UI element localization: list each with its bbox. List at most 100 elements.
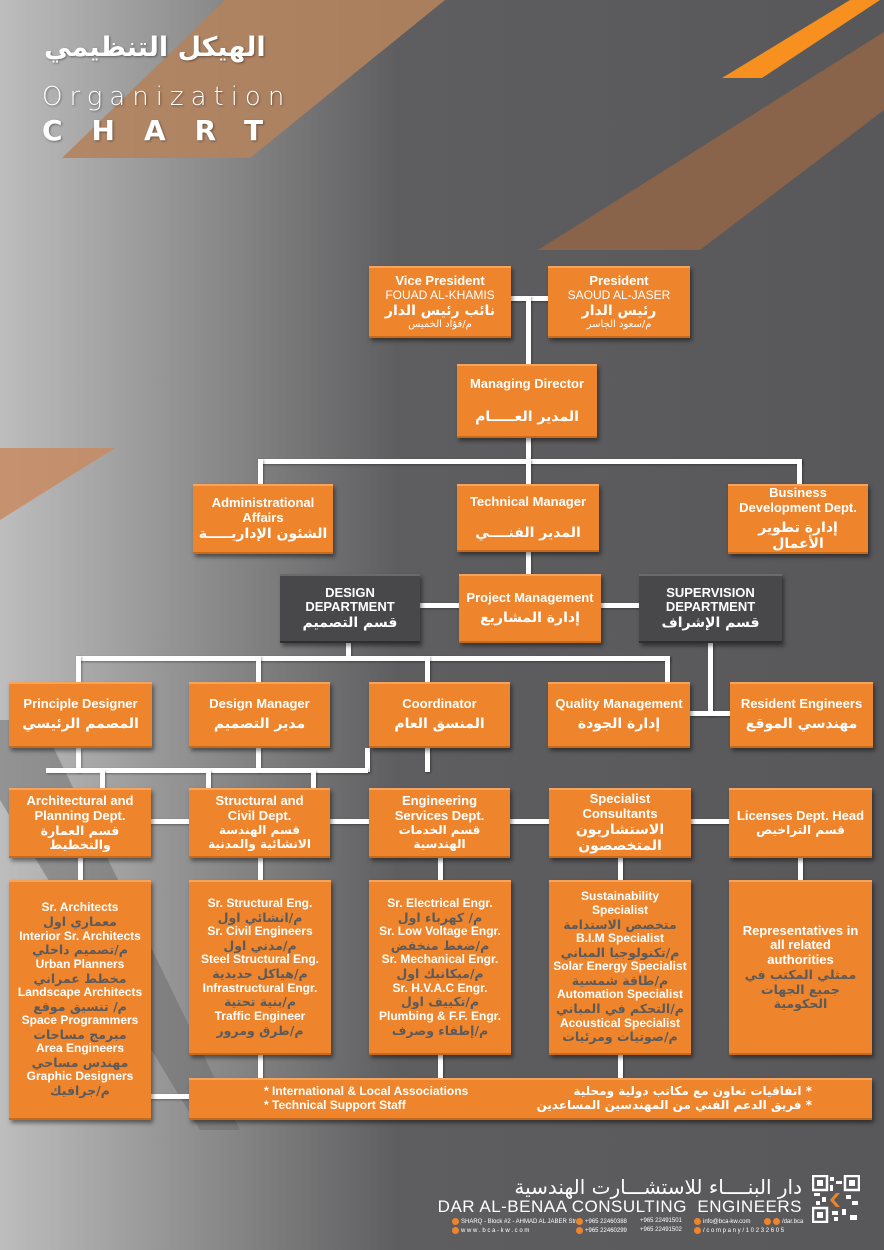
connector	[76, 656, 670, 661]
supervision-title-1: SUPERVISION	[666, 584, 755, 600]
connector	[100, 770, 105, 790]
supervision-title-ar: قسم الإشراف	[661, 615, 760, 632]
associations-ar-line: * فريق الدعم الفني من المهندسين المساعدي…	[536, 1098, 812, 1112]
connector	[346, 643, 351, 659]
role-title-ar: المنسق العام	[394, 716, 485, 733]
staff-role-ar: ممثلي المكتب في جميع الجهات الحكومية	[744, 967, 857, 1012]
principle-designer-box: Principle Designer المصمم الرئيسي	[9, 682, 152, 748]
president-name: SAOUD AL-JASER	[567, 287, 671, 302]
dept-title-ar: قسم التراخيص	[756, 822, 845, 837]
connector	[708, 643, 713, 715]
technical-manager-box: Technical Manager المدير الفنــــي	[457, 484, 599, 552]
connector	[438, 1055, 443, 1079]
staff-role-ar: م/تصميم داخلي	[32, 942, 128, 958]
connector	[425, 656, 430, 682]
licenses-dept-box: Licenses Dept. Head قسم التراخيص	[729, 788, 872, 858]
staff-role-ar: م/ كهرباء اول	[397, 909, 483, 925]
connector	[76, 748, 81, 772]
tech-title: Technical Manager	[469, 494, 587, 510]
dept-title-ar: قسم الهندسة الانشائية والمدنية	[208, 823, 311, 851]
connector	[798, 858, 803, 880]
associations-en-line: * International & Local Associations	[264, 1084, 469, 1099]
staff-role-ar: معماري اول	[43, 914, 117, 930]
admin-title-ar: الشئون الإداريـــــة	[198, 525, 328, 542]
qr-code-icon[interactable]	[812, 1175, 860, 1223]
staff-role-en: Plumbing & F.F. Engr.	[378, 1008, 501, 1023]
location-icon	[452, 1218, 459, 1225]
stripe-left	[0, 448, 115, 520]
staff-role-ar: م/بنية تحتية	[223, 994, 297, 1010]
role-title-ar: مدير التصميم	[213, 716, 306, 733]
staff-role-en: Space Programmers	[21, 1013, 139, 1028]
phone-icon	[576, 1218, 583, 1225]
connector	[618, 858, 623, 880]
connector	[690, 711, 732, 716]
president-title: President	[589, 272, 649, 288]
connector	[618, 1055, 623, 1079]
title-chart: CHART	[42, 114, 293, 147]
staff-role-ar: م/ تنسيق موقع	[33, 998, 127, 1014]
connector	[150, 1094, 190, 1099]
staff-role-en: Sr. Structural Eng.	[207, 896, 313, 911]
staff-role-en: Automation Specialist	[556, 987, 684, 1002]
resident-engineers-box: Resident Engineers مهندسي الموقع	[730, 682, 873, 748]
associations-en: * International & Local Associations * T…	[264, 1084, 469, 1113]
role-title-ar: المصمم الرئيسي	[22, 716, 139, 733]
md-title-ar: المدير العـــــام	[475, 409, 579, 426]
staff-role-ar: م/صوتيات ومرئيات	[562, 1029, 678, 1045]
dept-title: Architectural and Planning Dept.	[26, 792, 134, 823]
phone-2: +965 22460299	[576, 1227, 627, 1234]
stripe-top-right-brown	[538, 32, 884, 250]
title-organization: Organization	[42, 82, 292, 112]
design-title-ar: قسم التصميم	[302, 615, 398, 632]
staff-role-ar: م/التحكم في المباني	[556, 1001, 684, 1017]
staff-role-ar: م/مدني اول	[223, 938, 297, 954]
staff-role-en: Steel Structural Eng.	[200, 952, 320, 967]
president-name-ar: م/سعود الجاسر	[586, 318, 652, 330]
president-title-ar: رئيس الدار	[581, 302, 657, 319]
staff-role-en: Solar Energy Specialist	[553, 959, 687, 974]
linkedin-link[interactable]: / c o m p a n y / 1 0 2 3 2 6 0 5	[694, 1227, 784, 1234]
staff-role-ar: م/ميكانيك اول	[396, 966, 484, 982]
dept-title: Engineering Services Dept.	[394, 793, 485, 824]
associations-bar: * International & Local Associations * T…	[189, 1078, 872, 1120]
dept-title-ar: قسم العمارة والتخطيط	[40, 822, 120, 852]
email-text: info@bca-kw.com	[703, 1219, 751, 1226]
role-title-ar: مهندسي الموقع	[745, 716, 858, 733]
staff-role-en: Sr. Low Voltage Engr.	[379, 924, 501, 939]
supervision-title-2: DEPARTMENT	[665, 599, 756, 615]
phone-text: +965 22491501	[640, 1218, 682, 1224]
staff-role-ar: مخطط عمراني	[33, 970, 127, 986]
connector	[256, 748, 261, 772]
connector	[665, 656, 670, 682]
social-link[interactable]: /dar.bca	[764, 1218, 803, 1225]
globe-icon	[452, 1227, 459, 1234]
connector	[76, 656, 81, 682]
managing-director-box: Managing Director المدير العـــــام	[457, 364, 597, 438]
address: SHARQ - Block #2 - AHMAD AL JABER Str.	[452, 1218, 577, 1225]
connector	[526, 296, 531, 366]
social-text: /dar.bca	[782, 1219, 804, 1226]
connector	[256, 656, 261, 682]
stripe-top-left	[62, 0, 445, 158]
connector	[150, 819, 190, 824]
structural-dept-box: Structural and Civil Dept. قسم الهندسة ا…	[189, 788, 330, 858]
stripe-top-right-orange	[722, 0, 880, 78]
business-dev-box: Business Development Dept. إدارة تطوير ا…	[728, 484, 868, 554]
connector	[258, 858, 263, 880]
phone-4: +965 22491502	[640, 1227, 682, 1233]
dept-title: Structural and Civil Dept.	[215, 793, 304, 824]
associations-ar-line: * اتفاقيات تعاون مع مكاتب دولية ومحلية	[573, 1084, 812, 1099]
connector	[206, 770, 211, 790]
engineering-services-box: Engineering Services Dept. قسم الخدمات ا…	[369, 788, 510, 858]
staff-role-ar: مهندس مساحي	[31, 1055, 129, 1071]
design-title-1: DESIGN	[325, 584, 375, 600]
website-link[interactable]: w w w . b c a - k w . c o m	[452, 1227, 529, 1234]
vice-president-box: Vice President FOUAD AL-KHAMIS نائب رئيس…	[369, 266, 511, 338]
phone-1: +965 22460388	[576, 1218, 627, 1225]
staff-role-en: Urban Planners	[35, 956, 125, 971]
email-link[interactable]: info@bca-kw.com	[694, 1218, 750, 1225]
